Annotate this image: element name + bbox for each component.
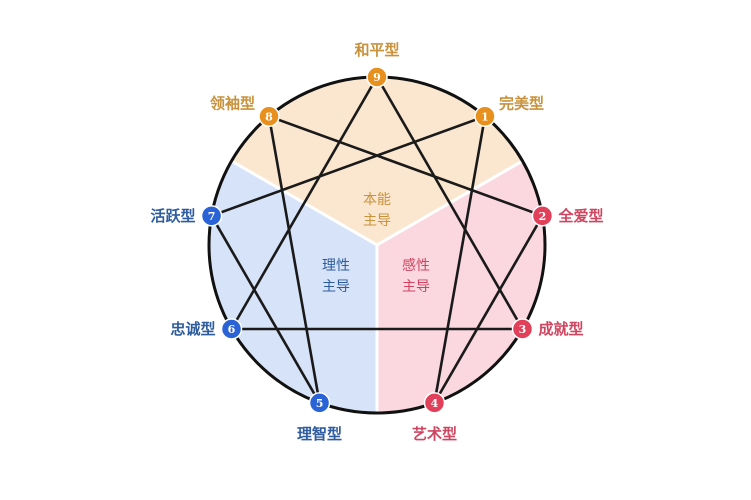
type-nodes: 1 完美型 2 全爱型 3 成就型 4 艺术型 5 理智型 6 忠诚型 7 活跃型 8 领袖型 9 和平型 [151,41,604,443]
type-number-badge [308,392,331,414]
type-number-badge [258,105,280,128]
type-label: 成就型 [538,320,583,338]
type-label: 忠诚型 [170,320,215,338]
line-5-7 [210,215,321,404]
type-5-node: 5 理智型 [297,392,342,443]
thinking-center-line2: 主导 [322,279,350,295]
type-label: 完美型 [499,94,544,112]
center-sectors [207,75,547,415]
type-4-node: 4 艺术型 [412,392,457,443]
type-7-node: 7 活跃型 [151,205,223,227]
type-number: 6 [228,323,236,336]
type-number-badge [423,392,446,414]
thinking-center-line1: 理性 [322,258,350,274]
type-number-badge [366,66,388,88]
line-8-5 [267,116,321,404]
type-label: 领袖型 [209,94,255,112]
feeling-center-line1: 感性 [402,257,430,274]
type-1-node: 1 完美型 [474,94,544,128]
line-1-4 [433,116,487,404]
type-label: 和平型 [354,41,399,59]
type-number: 7 [208,210,216,223]
type-label: 活跃型 [151,207,196,225]
type-number-badge [220,318,243,340]
line-7-1 [211,115,486,218]
type-number: 2 [539,210,547,223]
type-6-node: 6 忠诚型 [170,318,243,340]
type-9-node: 9 和平型 [354,41,400,88]
type-3-node: 3 成就型 [511,318,584,340]
instinct-center-line2: 主导 [363,213,391,229]
type-label: 全爱型 [557,207,603,225]
type-number: 5 [316,397,324,410]
line-6-9 [230,76,379,330]
connection-lines [210,76,544,404]
type-label: 艺术型 [412,425,457,443]
center-labels: 本能 主导 理性 主导 感性 主导 [322,192,430,295]
type-8-node: 8 领袖型 [209,94,280,128]
line-2-8 [268,115,543,218]
line-4-2 [433,215,544,404]
type-2-node: 2 全爱型 [531,205,603,227]
type-number-badge [531,205,554,227]
type-number-badge [511,318,534,340]
type-label: 理智型 [297,425,342,443]
type-number: 3 [519,323,527,336]
type-number-badge [474,105,496,128]
type-number: 1 [481,110,489,123]
instinct-center-line1: 本能 [363,192,391,208]
type-number-badge [200,205,223,227]
line-9-3 [375,76,524,330]
type-number: 8 [265,110,273,123]
type-number: 4 [431,397,439,410]
feeling-center-line2: 主导 [402,279,430,295]
type-number: 9 [373,71,381,84]
